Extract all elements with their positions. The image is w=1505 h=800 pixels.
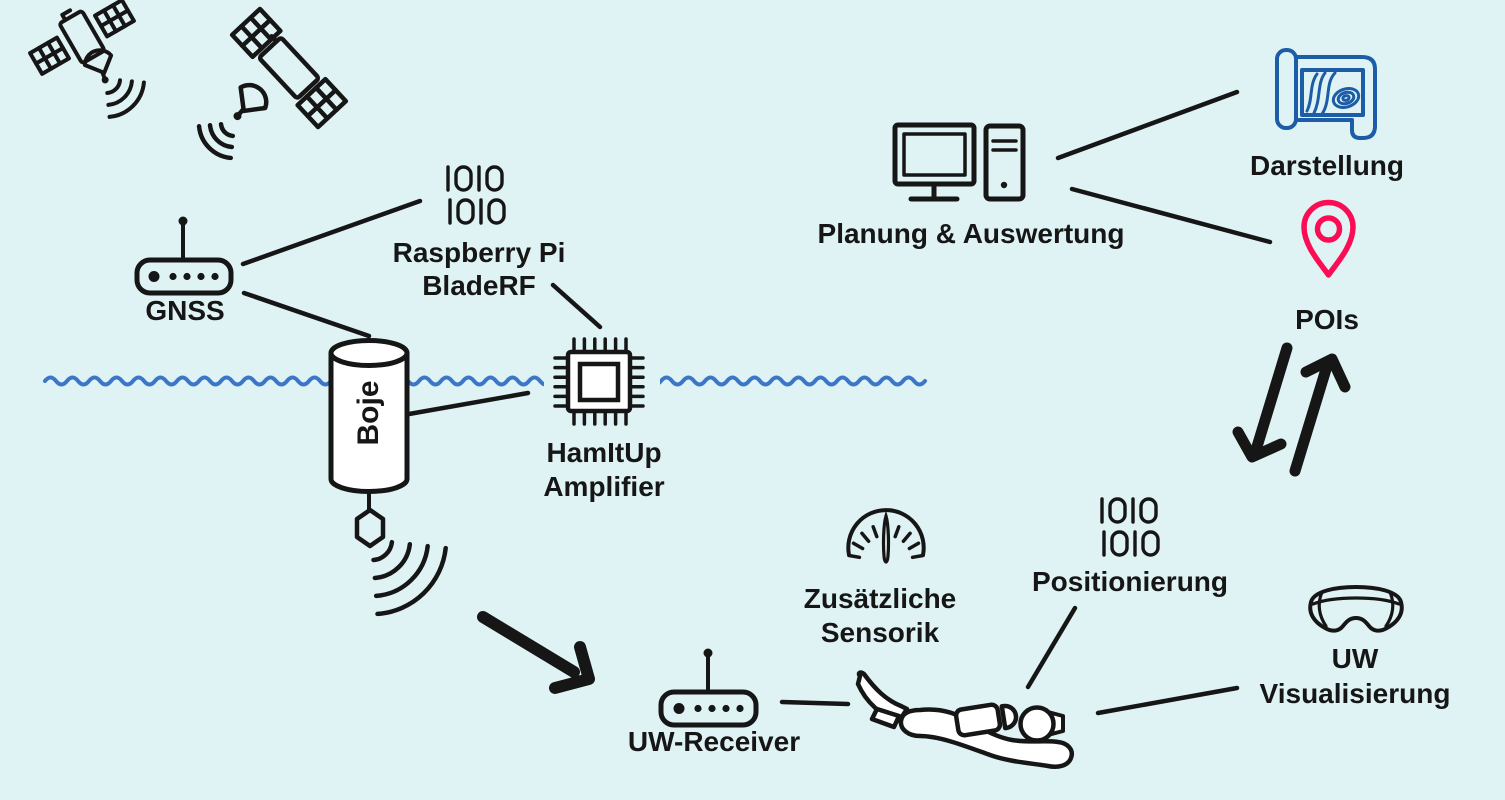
hololens-icon — [1308, 585, 1404, 633]
diver-tank — [953, 702, 1003, 738]
label-uw-vis-line2: Visualisierung — [1259, 678, 1451, 709]
label-gnss: GNSS — [145, 295, 225, 326]
label-pois: POIs — [1295, 304, 1359, 335]
signal-waves-icon — [105, 78, 146, 119]
thick-arrow-icon — [477, 611, 595, 694]
diver-head — [1018, 705, 1056, 743]
diver-valve — [999, 703, 1019, 731]
binary-code-icon — [446, 165, 506, 225]
label-positionierung: Positionierung — [1032, 566, 1228, 597]
exchange-arrows-icon — [1232, 342, 1351, 477]
line-receiver-diver — [779, 699, 851, 707]
map-scroll-icon — [1275, 48, 1377, 140]
gauge-icon — [846, 508, 926, 564]
diver-body — [898, 707, 1074, 769]
label-uw-vis-line1: UW — [1331, 643, 1379, 674]
line-gnss-binary — [240, 198, 423, 267]
label-raspberry-line1: Raspberry Pi — [392, 237, 566, 268]
sound-waves-icon — [371, 539, 448, 617]
label-raspberry-line2: BladeRF — [422, 270, 536, 301]
transducer-icon — [354, 507, 386, 549]
line-buoy-chip — [406, 390, 531, 417]
signal-waves-icon — [196, 121, 236, 161]
line-computer-poi — [1069, 186, 1273, 245]
label-darstellung: Darstellung — [1249, 150, 1405, 181]
label-uw-receiver: UW-Receiver — [627, 726, 801, 757]
line-diver-visualisierung — [1095, 685, 1240, 716]
gnss-receiver-icon — [134, 216, 234, 296]
label-sensorik-line2: Sensorik — [820, 617, 940, 648]
buoy-icon — [328, 338, 410, 512]
diver-fin — [855, 670, 910, 724]
diver-icon — [855, 670, 1074, 769]
satellite-icon — [28, 0, 146, 119]
diver-fin — [869, 706, 902, 730]
line-computer-map — [1055, 89, 1240, 161]
label-sensorik-line1: Zusätzliche — [803, 583, 957, 614]
binary-code-icon — [1100, 497, 1160, 557]
label-hamitup-line1: HamItUp — [546, 437, 662, 468]
label-planung: Planung & Auswertung — [817, 218, 1125, 249]
satellite-icon — [196, 6, 349, 161]
label-boje: Boje — [352, 380, 385, 446]
line-gnss-buoy — [241, 290, 372, 339]
location-pin-icon — [1301, 199, 1356, 278]
uw-receiver-icon — [658, 648, 759, 728]
line-bladerf-chip — [550, 282, 603, 330]
desktop-computer-icon — [892, 122, 1026, 202]
chip-icon — [544, 336, 660, 432]
label-hamitup-line2: Amplifier — [543, 471, 665, 502]
waterline-icon — [43, 375, 927, 387]
connector-lines — [240, 89, 1273, 716]
line-positionierung-diver — [1025, 605, 1078, 690]
